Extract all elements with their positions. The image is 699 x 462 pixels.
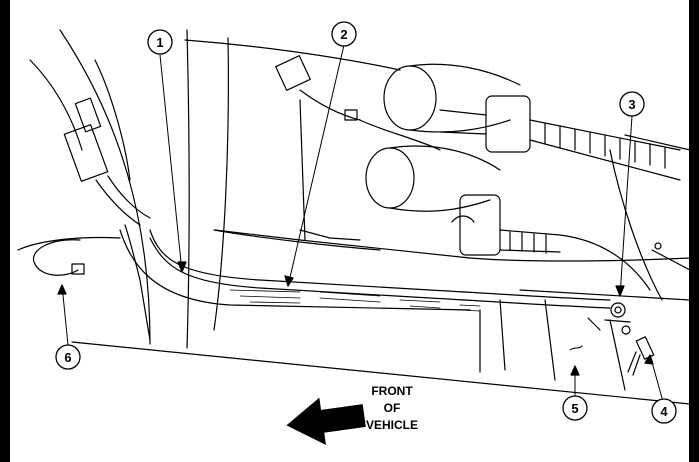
direction-label: FRONT OF VEHICLE [366, 384, 418, 432]
svg-text:1: 1 [156, 35, 163, 50]
filter-canister-lower [365, 145, 651, 291]
tie-strap [32, 239, 85, 276]
callout-4: 4 [651, 398, 677, 424]
callout-5: 5 [562, 395, 588, 421]
svg-text:2: 2 [340, 27, 347, 42]
left-edge-bar [0, 0, 10, 462]
svg-text:6: 6 [64, 350, 71, 365]
filter-canister-upper [383, 63, 681, 181]
svg-text:5: 5 [571, 401, 578, 416]
direction-label-line2: OF [384, 401, 401, 415]
callout-6: 6 [55, 344, 81, 370]
direction-label-line1: FRONT [371, 384, 413, 398]
wiring-harness-main [119, 229, 611, 311]
direction-label-line3: VEHICLE [366, 418, 418, 432]
right-edge-bar [689, 0, 699, 462]
upper-connector [63, 97, 151, 226]
wheel-well-structure [17, 59, 151, 341]
callout-3: 3 [619, 91, 645, 117]
svg-text:3: 3 [628, 97, 635, 112]
svg-text:4: 4 [660, 404, 668, 419]
front-arrow-icon [286, 397, 366, 446]
callout-leader-lines [61, 44, 663, 399]
callout-2: 2 [331, 21, 357, 47]
fuel-tank [184, 39, 401, 251]
callout-arrowheads [57, 261, 654, 376]
callout-1: 1 [147, 29, 173, 55]
protective-sleeve [229, 289, 481, 312]
clamp-assembly [587, 302, 655, 376]
vehicle-floor-outline [59, 29, 691, 405]
